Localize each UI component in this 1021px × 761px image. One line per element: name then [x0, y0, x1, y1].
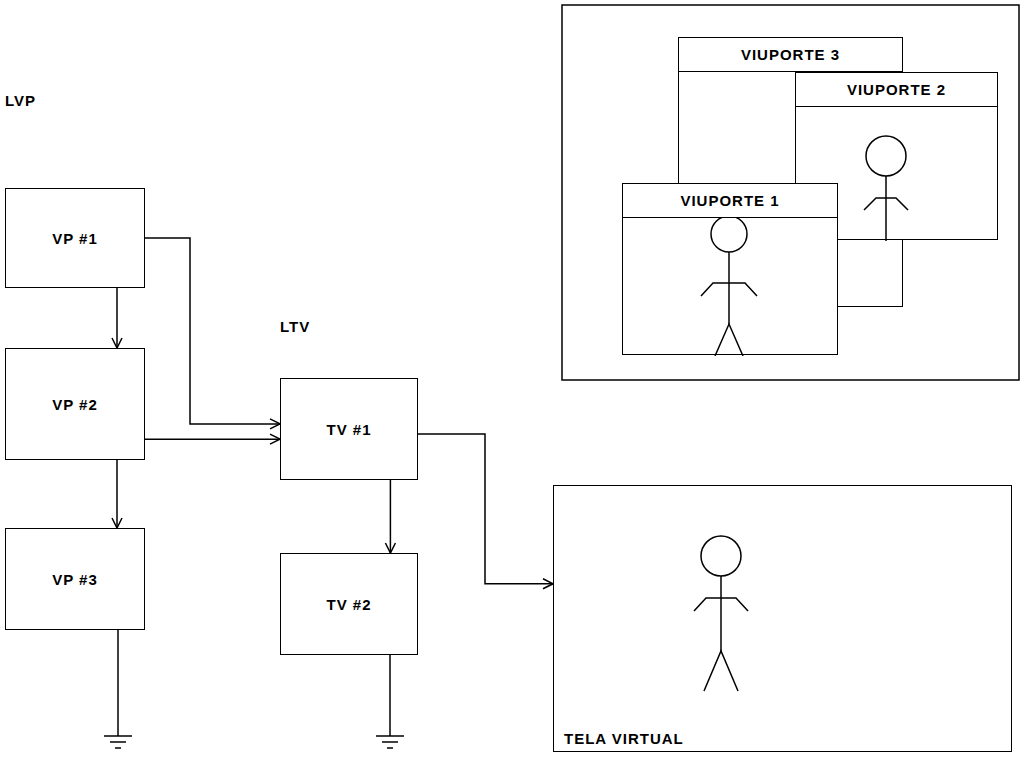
arrow-connector	[145, 238, 280, 424]
title-bar: VIUPORTE 1	[623, 184, 837, 218]
figure-limb	[720, 576, 722, 651]
box-label: VP #2	[52, 396, 98, 413]
figure-limb	[728, 252, 730, 324]
viewport-window: VIUPORTE 1	[622, 183, 838, 355]
group-label: LVP	[5, 92, 36, 109]
window-title: VIUPORTE 1	[680, 192, 779, 209]
figure-head	[701, 536, 741, 576]
box-label: TV #1	[326, 421, 371, 438]
virtual-screen: TELA VIRTUAL	[553, 485, 1012, 752]
group-label: LTV	[280, 318, 310, 335]
arrow-connector	[418, 434, 553, 584]
figure-limb	[864, 198, 908, 210]
process-box: TV #2	[280, 553, 418, 655]
box-label: TV #2	[326, 596, 371, 613]
figure-head	[711, 216, 747, 252]
box-label: VP #1	[52, 230, 98, 247]
figure-limb	[715, 324, 743, 356]
ground-symbol	[376, 655, 404, 748]
stick-figure	[554, 486, 1013, 753]
figure-limb	[885, 176, 887, 241]
window-title: VIUPORTE 2	[847, 81, 946, 98]
figure-limb	[701, 283, 757, 296]
process-box: VP #1	[5, 188, 145, 288]
process-box: VP #3	[5, 528, 145, 630]
box-label: VP #3	[52, 571, 98, 588]
screen-frame	[562, 5, 1019, 380]
arrow-connector	[390, 480, 392, 553]
title-bar: VIUPORTE 2	[796, 73, 997, 107]
title-bar: VIUPORTE 3	[679, 38, 902, 72]
arrow-connector	[145, 438, 280, 440]
box-label: TELA VIRTUAL	[564, 730, 684, 747]
figure-head	[866, 136, 906, 176]
figure-limb	[694, 598, 748, 611]
window-title: VIUPORTE 3	[741, 46, 840, 63]
arrow-connector	[116, 288, 118, 348]
process-box: TV #1	[280, 378, 418, 480]
figure-limb	[704, 651, 738, 691]
arrow-connector	[116, 460, 118, 528]
ground-symbol	[104, 630, 132, 748]
process-box: VP #2	[5, 348, 145, 460]
